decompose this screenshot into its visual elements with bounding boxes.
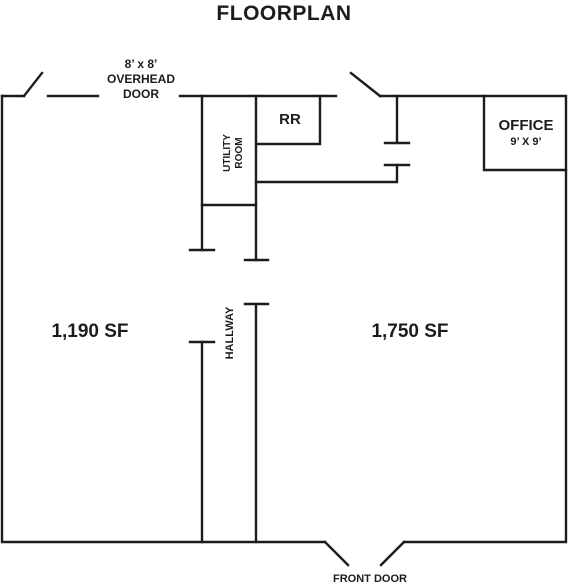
overhead-door-swing bbox=[22, 71, 44, 98]
utility-room-line1: UTILITY bbox=[222, 134, 233, 172]
front-door-label: FRONT DOOR bbox=[333, 573, 407, 585]
right-area-label: 1,750 SF bbox=[371, 321, 449, 342]
overhead-door-line3: DOOR bbox=[123, 87, 159, 101]
corridor-walls bbox=[254, 94, 411, 184]
office-walls bbox=[482, 94, 568, 172]
restroom-walls bbox=[254, 94, 322, 146]
office-size-label: 9’ X 9’ bbox=[510, 136, 542, 148]
left-area-label: 1,190 SF bbox=[51, 321, 129, 342]
top-door-swing bbox=[349, 71, 382, 98]
overhead-door-line2: OVERHEAD bbox=[106, 72, 175, 86]
page-title: FLOORPLAN bbox=[216, 2, 352, 25]
utility-room-line2: ROOM bbox=[234, 137, 245, 169]
utility-room-label: UTILITY ROOM bbox=[222, 103, 246, 203]
overhead-door-label: 8’ x 8’ OVERHEAD DOOR bbox=[96, 57, 186, 102]
office-label: OFFICE bbox=[498, 117, 554, 134]
restroom-label: RR bbox=[279, 111, 301, 128]
hallway-walls bbox=[188, 302, 270, 544]
utility-room-walls bbox=[188, 94, 270, 262]
hallway-label: HALLWAY bbox=[224, 306, 236, 360]
overhead-door-size: 8’ x 8’ bbox=[124, 57, 158, 71]
front-door-swing bbox=[323, 540, 406, 567]
outer-walls bbox=[0, 94, 568, 544]
